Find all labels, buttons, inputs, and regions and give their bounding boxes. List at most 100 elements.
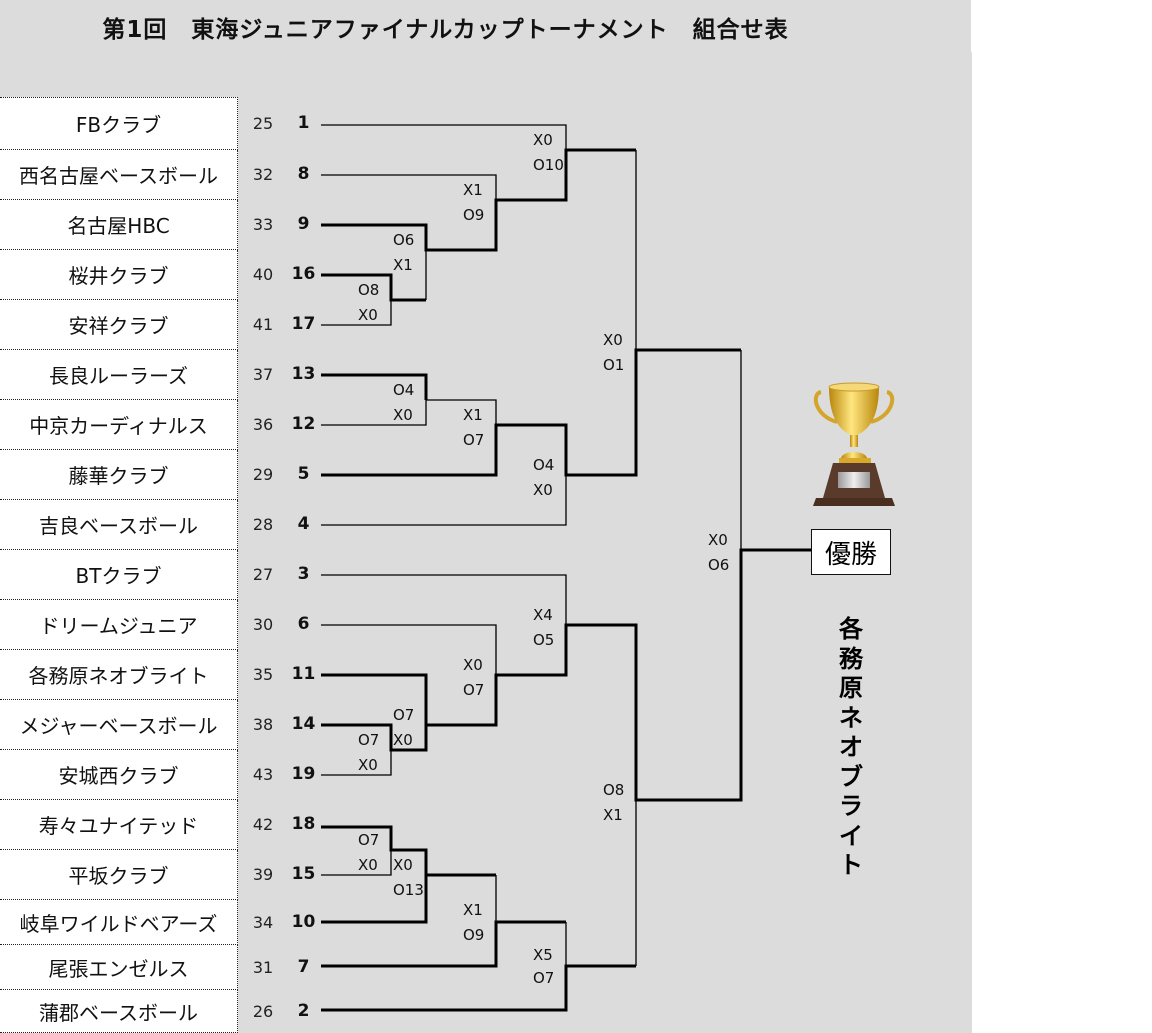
team-name: 岐阜ワイルドベアーズ	[0, 900, 238, 945]
team-number: 34	[252, 912, 274, 932]
champion-team: 各務原ネオブライト	[839, 615, 863, 879]
grid-row-line	[240, 747, 971, 748]
team-number: 42	[252, 815, 274, 834]
team-name: 中京カーディナルス	[0, 400, 238, 450]
team-number: 29	[252, 465, 274, 484]
grid-row-line	[240, 772, 971, 773]
team-name: 寿々ユナイテッド	[0, 800, 238, 850]
team-name: 長良ルーラーズ	[0, 350, 238, 400]
match-score-top: X0	[603, 331, 623, 349]
grid-column-line	[531, 52, 532, 1033]
match-score-top: O7	[358, 831, 380, 849]
draw-number: 17	[291, 314, 316, 334]
team-number: 38	[252, 715, 274, 734]
grid-column-line	[461, 52, 462, 1033]
draw-number: 10	[291, 911, 316, 932]
grid-row-line	[240, 922, 971, 923]
draw-number: 3	[297, 564, 310, 584]
grid-row-line	[240, 672, 971, 673]
grid-row-line	[240, 297, 971, 298]
team-name: 各務原ネオブライト	[0, 650, 238, 700]
grid-column-line	[426, 52, 427, 1033]
match-score-bottom: O9	[463, 206, 485, 224]
grid-row-line	[240, 447, 971, 448]
grid-row-line	[240, 547, 971, 548]
team-name: FBクラブ	[0, 97, 238, 150]
match-score-bottom: O5	[533, 631, 555, 649]
match-score-top: X0	[463, 656, 483, 674]
draw-number: 9	[297, 214, 310, 234]
grid-column-line	[706, 52, 707, 1033]
match-score-bottom: O1	[603, 356, 625, 374]
team-name: 藤華クラブ	[0, 450, 238, 500]
grid-row-line	[240, 122, 971, 123]
grid-column-line	[671, 52, 672, 1033]
team-number: 25	[252, 113, 274, 133]
champion-label: 優勝	[811, 529, 891, 575]
match-score-top: O4	[533, 456, 555, 474]
team-name: 西名古屋ベースボール	[0, 150, 238, 200]
team-number: 36	[252, 415, 274, 434]
match-score-bottom: X1	[393, 256, 413, 274]
tournament-bracket	[321, 124, 811, 1012]
match-score-bottom: X0	[533, 481, 553, 499]
match-score-top: O8	[358, 281, 380, 299]
match-score-bottom: O7	[533, 969, 555, 987]
team-number: 32	[252, 165, 274, 184]
grid-row-line	[240, 897, 971, 898]
grid-column-line	[601, 52, 602, 1033]
match-score-bottom: O7	[463, 681, 485, 699]
draw-number: 19	[291, 764, 316, 784]
grid-row-line	[240, 997, 971, 998]
team-number: 26	[252, 1001, 274, 1021]
grid-row-line	[240, 722, 971, 723]
grid-column-line	[971, 52, 972, 1033]
match-score-bottom: X0	[358, 856, 378, 874]
draw-number: 13	[291, 364, 316, 384]
grid-row-line	[240, 472, 971, 473]
draw-number: 18	[291, 814, 316, 834]
grid-row-line	[240, 572, 971, 573]
bracket-lines-thin	[321, 124, 742, 966]
team-number: 28	[252, 515, 274, 534]
grid-column-line	[285, 52, 286, 1033]
team-name: 安城西クラブ	[0, 750, 238, 800]
grid-column-line	[356, 52, 357, 1033]
match-score-bottom: O10	[533, 156, 564, 174]
team-number: 31	[252, 957, 274, 977]
team-number: 39	[252, 865, 274, 884]
team-name: ドリームジュニア	[0, 600, 238, 650]
team-number: 27	[252, 565, 274, 584]
match-score-bottom: X0	[358, 306, 378, 324]
grid-row-line	[240, 422, 971, 423]
team-number: 35	[252, 665, 274, 684]
match-score-top: O6	[393, 231, 415, 249]
grid-row-line	[240, 272, 971, 273]
draw-number: 4	[297, 514, 310, 534]
draw-number: 12	[291, 414, 316, 434]
draw-number: 2	[297, 1000, 310, 1021]
grid-row-line	[240, 1022, 971, 1023]
grid-row-line	[240, 97, 971, 98]
match-score-top: X5	[533, 946, 553, 964]
grid-row-line	[240, 372, 971, 373]
team-number: 41	[252, 315, 274, 334]
match-score-top: X0	[533, 131, 553, 149]
match-score-top: X0	[393, 856, 413, 874]
match-score-top: X0	[708, 531, 728, 549]
page-title: 第1回 東海ジュニアファイナルカップトーナメント 組合せ表	[102, 17, 789, 43]
match-score-bottom: X0	[393, 731, 413, 749]
grid-column-line	[321, 52, 322, 1033]
draw-number: 6	[297, 614, 310, 634]
grid-row-line	[240, 222, 971, 223]
grid-column-line	[496, 52, 497, 1033]
grid-row-line	[240, 597, 971, 598]
match-score-top: O8	[603, 781, 625, 799]
grid-row-line	[240, 322, 971, 323]
grid-column-line	[636, 52, 637, 1033]
match-score-top: O4	[393, 381, 415, 399]
match-score-bottom: X1	[603, 806, 623, 824]
team-number: 40	[252, 265, 274, 284]
grid-row-line	[240, 75, 971, 76]
match-score-top: X1	[463, 406, 483, 424]
